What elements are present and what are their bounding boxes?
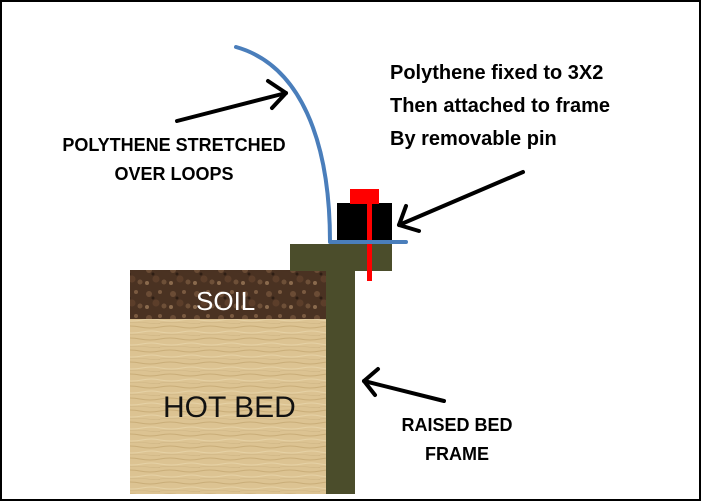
- hot-bed-label: HOT BED: [163, 391, 296, 424]
- arrow-to-frame: [362, 367, 446, 403]
- raised-bed-frame-label: RAISED BED FRAME: [372, 411, 542, 469]
- removable-pin-head: [350, 189, 379, 204]
- raised-bed-frame-post: [326, 270, 355, 494]
- polythene-stretched-line-1: POLYTHENE STRETCHED: [62, 135, 286, 155]
- timber-block-3x2: [337, 203, 392, 244]
- polythene-fixed-label: Polythene fixed to 3X2 Then attached to …: [390, 57, 610, 156]
- arrow-to-polythene: [175, 79, 288, 123]
- polythene-fixed-line-3: By removable pin: [390, 128, 557, 150]
- arrow-to-block: [397, 170, 525, 233]
- polythene-stretched-label: POLYTHENE STRETCHED OVER LOOPS: [46, 131, 302, 189]
- soil-layer: [130, 270, 326, 319]
- polythene-sheet: [234, 45, 408, 244]
- polythene-fixed-line-2: Then attached to frame: [390, 95, 611, 117]
- polythene-fixed-line-1: Polythene fixed to 3X2: [390, 62, 604, 84]
- raised-bed-line-1: RAISED BED: [401, 415, 513, 435]
- polythene-stretched-line-2: OVER LOOPS: [114, 164, 234, 184]
- hot-bed-layer: [130, 319, 326, 494]
- soil-label: SOIL: [196, 286, 256, 316]
- raised-bed-frame-cap: [290, 244, 392, 271]
- raised-bed-line-2: FRAME: [425, 444, 489, 464]
